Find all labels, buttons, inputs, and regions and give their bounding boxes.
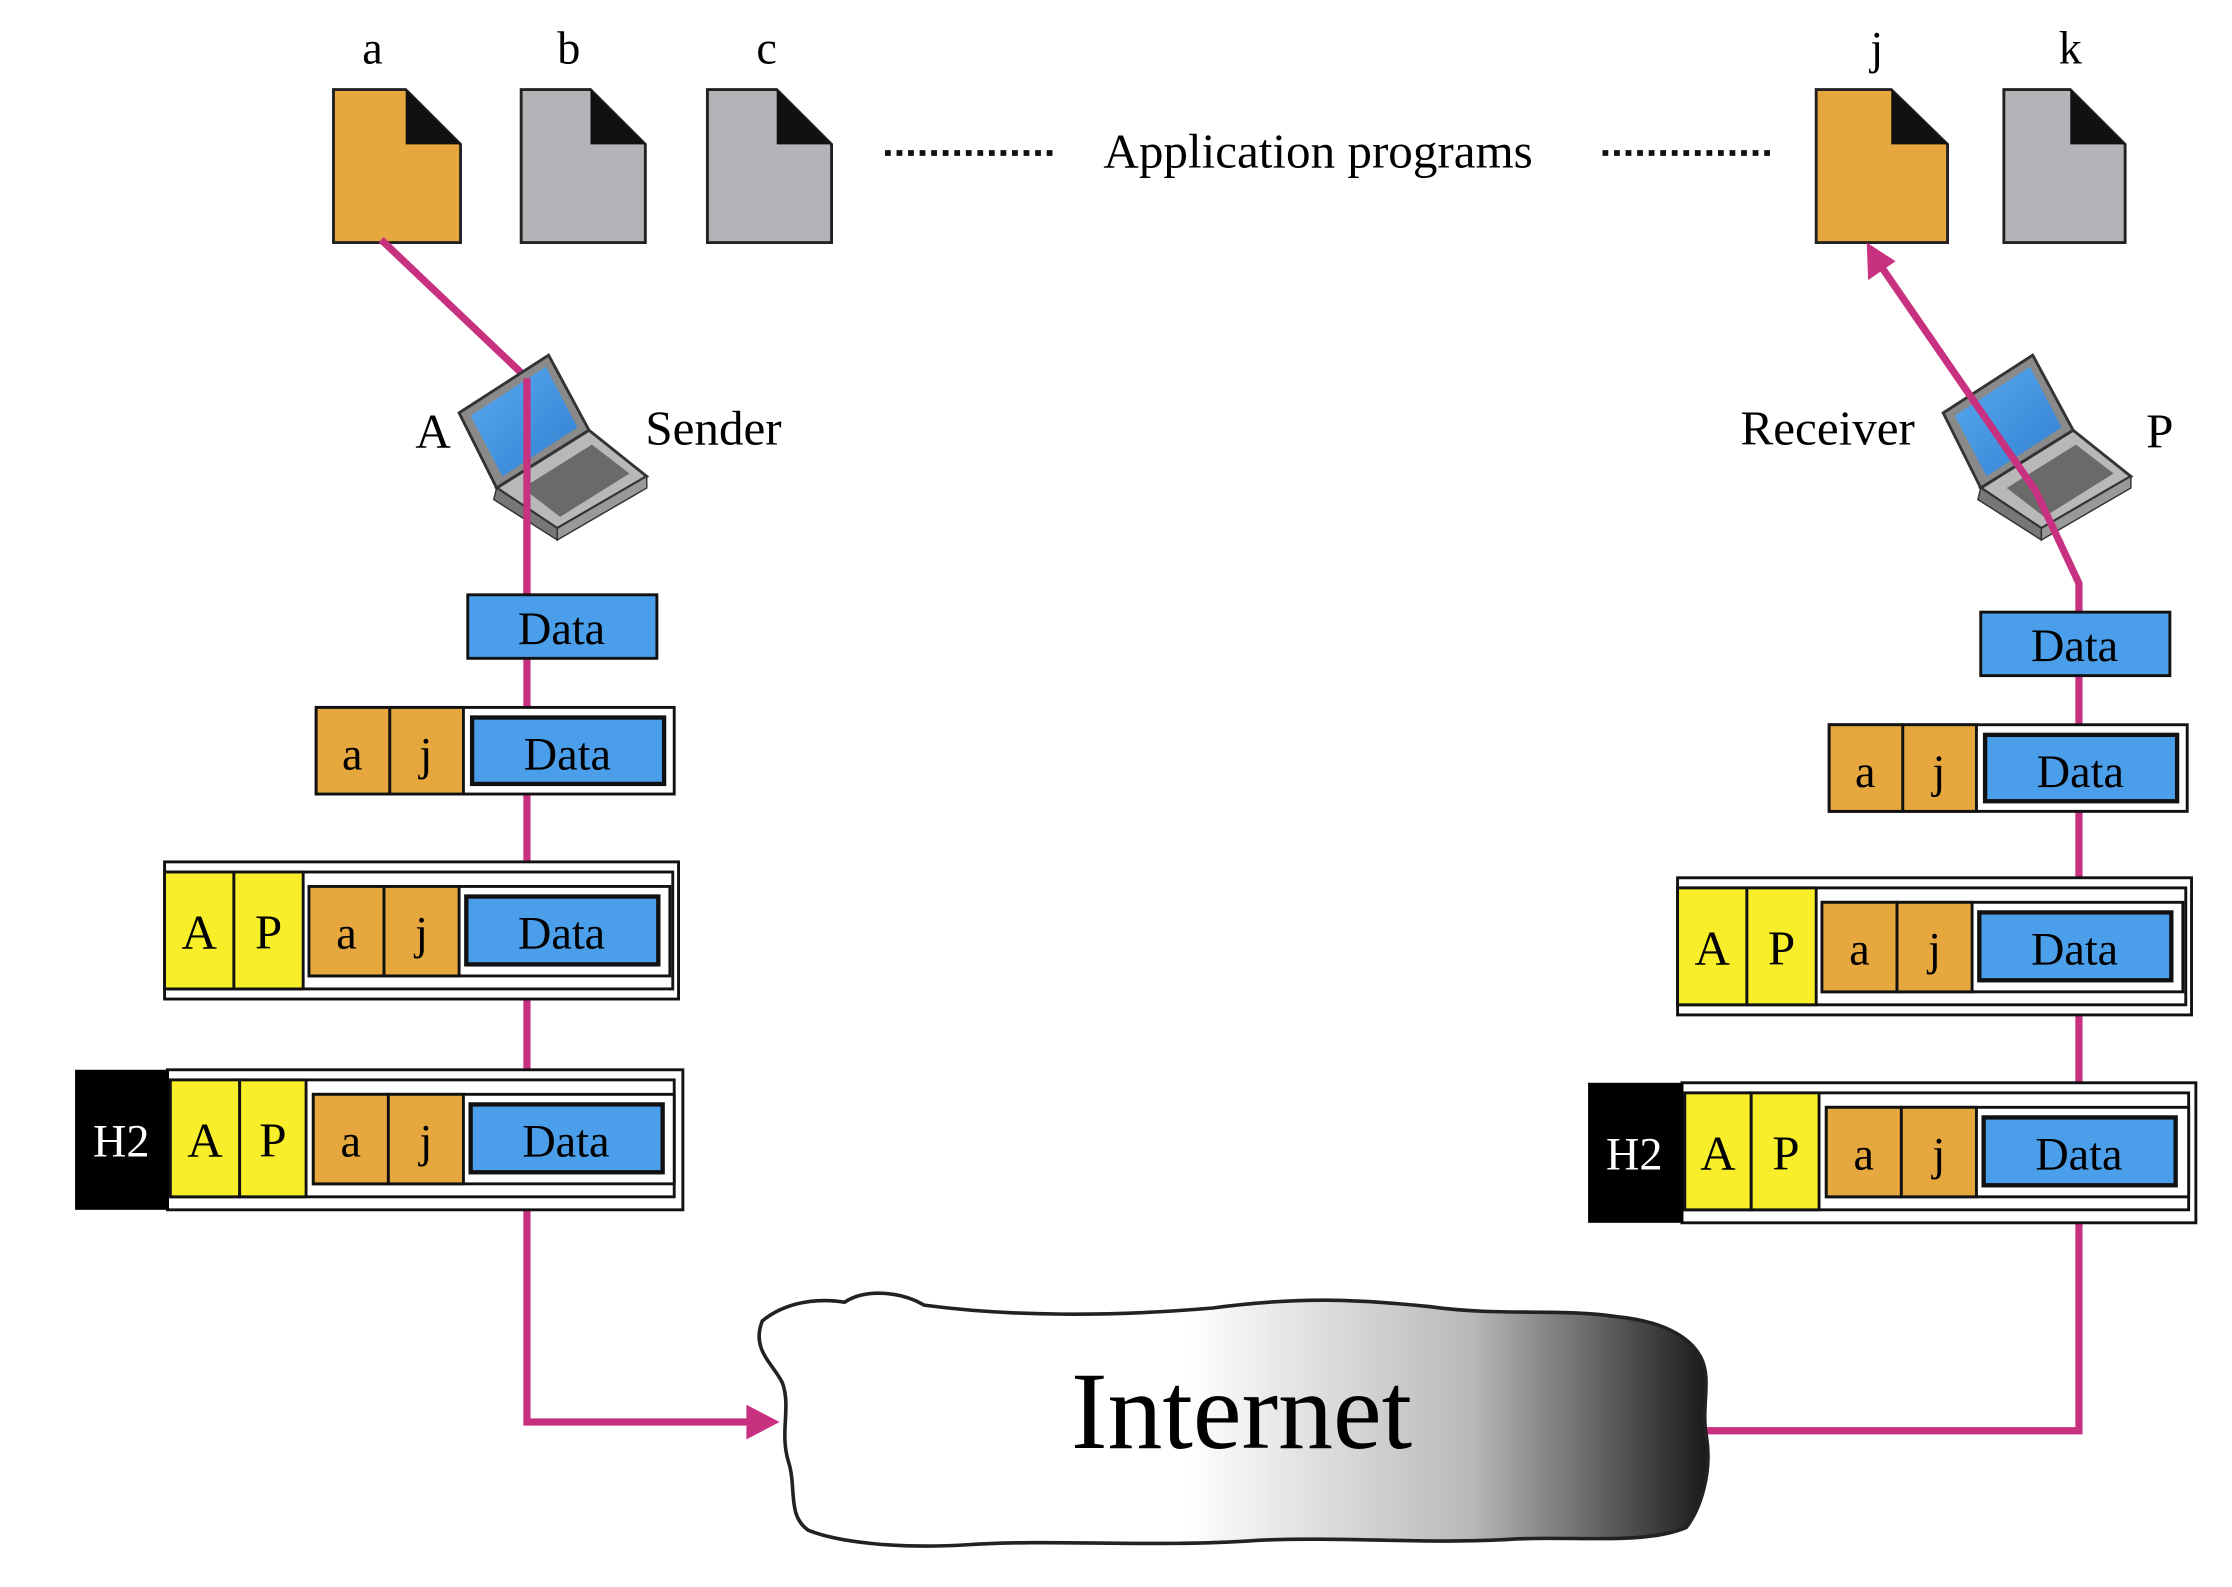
program-b[interactable]: b xyxy=(519,23,647,244)
dst-port-label: j xyxy=(417,1115,432,1166)
program-k[interactable]: k xyxy=(2002,23,2127,244)
dst-port-label: j xyxy=(1930,1128,1945,1179)
file-corner-icon xyxy=(1891,89,1948,145)
program-a[interactable]: a xyxy=(332,23,462,244)
data-label: Data xyxy=(524,728,611,779)
receiver-laptop[interactable] xyxy=(1941,353,2134,542)
receiver-role-label: Receiver xyxy=(1741,401,1915,456)
sender-link-frame[interactable]: H2 A P a j Data xyxy=(75,1068,685,1212)
sender-host-label: A xyxy=(415,404,451,459)
sender-network-datagram[interactable]: A P a j Data xyxy=(163,860,680,1001)
data-label: Data xyxy=(2031,620,2118,671)
sender-laptop[interactable] xyxy=(457,353,650,542)
program-label: k xyxy=(2059,23,2083,74)
arrow-head-icon xyxy=(746,1404,780,1440)
program-j[interactable]: j xyxy=(1814,23,1949,244)
data-label: Data xyxy=(518,908,605,959)
laptop-screen-icon xyxy=(1954,366,2062,477)
sender-app-message[interactable]: Data xyxy=(466,593,659,660)
link-header-block xyxy=(75,1069,169,1210)
dst-addr-label: P xyxy=(255,905,282,960)
src-port-label: a xyxy=(342,728,363,779)
src-port-label: a xyxy=(1849,923,1870,974)
dst-port-label: j xyxy=(413,908,428,959)
link-header-label: H2 xyxy=(93,1115,149,1166)
receiver-app-message[interactable]: Data xyxy=(1979,610,2172,678)
dst-port-label: j xyxy=(1926,923,1941,974)
file-corner-icon xyxy=(2070,89,2126,145)
dst-port-label: j xyxy=(417,728,432,779)
dst-addr-label: P xyxy=(1768,920,1795,975)
src-port-label: a xyxy=(341,1115,362,1166)
cloud-icon xyxy=(757,1291,1710,1548)
src-port-label: a xyxy=(1855,746,1876,797)
data-label: Data xyxy=(2035,1128,2122,1179)
arrow-head-icon xyxy=(1866,242,1896,281)
data-label: Data xyxy=(2031,923,2118,974)
src-port-label: a xyxy=(336,908,357,959)
receiver-host-label: P xyxy=(2146,404,2173,459)
sender-transport-segment[interactable]: a j Data xyxy=(314,705,676,796)
program-label: b xyxy=(557,23,580,74)
file-corner-icon xyxy=(776,89,832,145)
dst-port-label: j xyxy=(1930,746,1945,797)
program-c[interactable]: c xyxy=(705,23,834,244)
receiver-network-datagram[interactable]: A P a j Data xyxy=(1676,876,2193,1017)
data-label: Data xyxy=(2037,746,2124,797)
src-addr-label: A xyxy=(1700,1125,1736,1180)
data-label: Data xyxy=(522,1115,609,1166)
file-icon xyxy=(2002,88,2127,244)
program-label: c xyxy=(756,23,777,74)
dst-addr-label: P xyxy=(1772,1125,1799,1180)
src-addr-label: A xyxy=(187,1112,223,1167)
internet-label: Internet xyxy=(1071,1350,1412,1472)
src-port-label: a xyxy=(1854,1128,1875,1179)
receiver-path xyxy=(1703,242,2083,1435)
receiver-link-frame[interactable]: H2 A P a j Data xyxy=(1588,1081,2198,1225)
dst-addr-label: P xyxy=(259,1112,286,1167)
file-icon xyxy=(1814,88,1949,244)
src-addr-label: A xyxy=(1695,920,1731,975)
sender-role-label: Sender xyxy=(645,401,781,456)
file-icon xyxy=(705,88,834,244)
program-label: j xyxy=(1868,23,1883,74)
file-corner-icon xyxy=(590,89,646,145)
data-label: Data xyxy=(518,603,605,654)
link-header-block xyxy=(1588,1082,1684,1223)
programs-caption: Application programs xyxy=(1103,123,1532,178)
file-icon xyxy=(332,88,462,244)
file-icon xyxy=(519,88,647,244)
program-label: a xyxy=(362,23,383,74)
receiver-transport-segment[interactable]: a j Data xyxy=(1827,723,2189,813)
link-header-label: H2 xyxy=(1606,1128,1662,1179)
internet-cloud[interactable]: Internet xyxy=(757,1291,1710,1548)
src-addr-label: A xyxy=(182,905,218,960)
file-corner-icon xyxy=(405,89,461,145)
